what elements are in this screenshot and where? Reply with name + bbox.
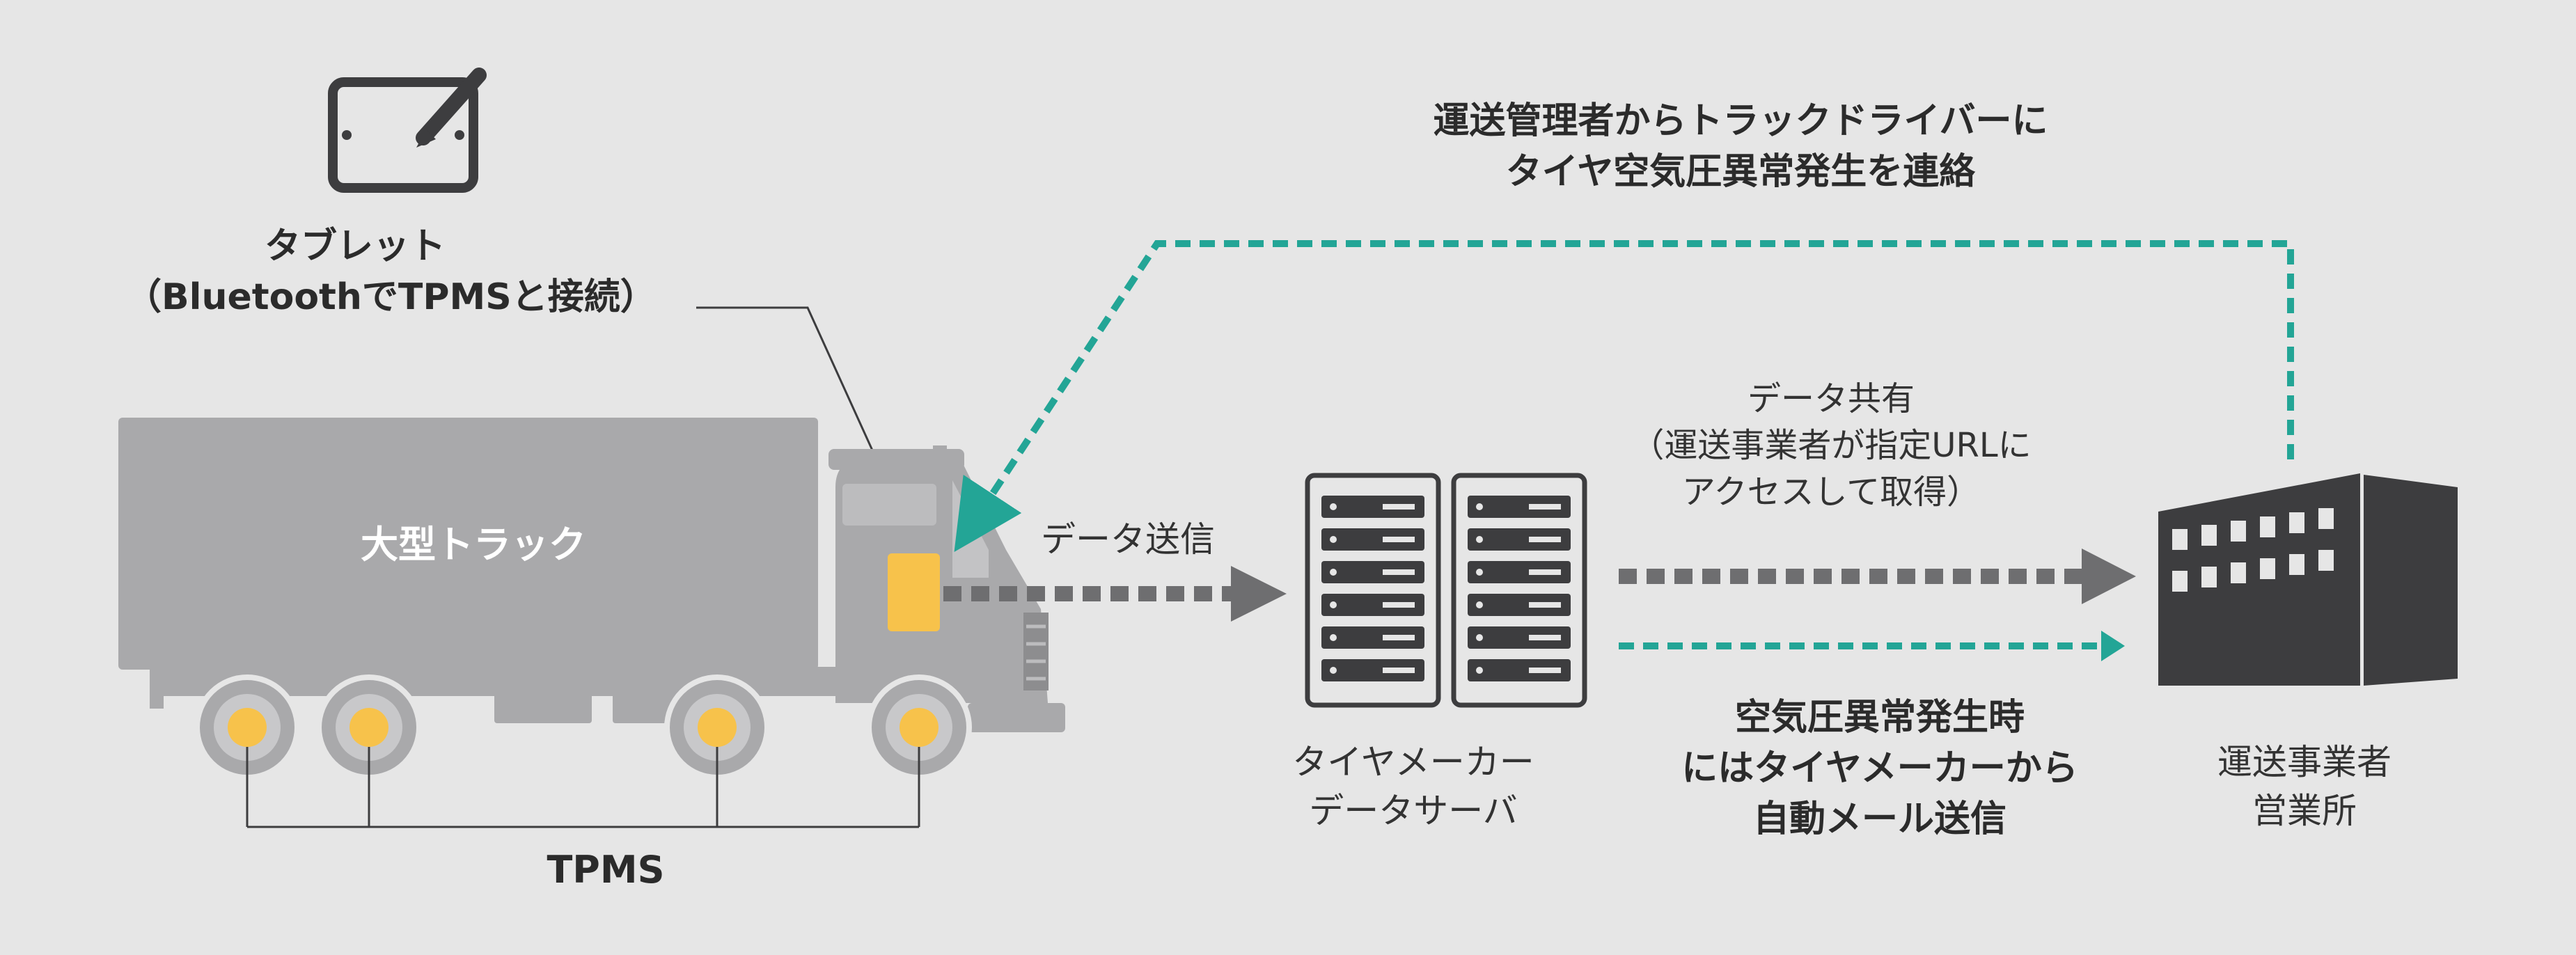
server-rack-icon: [1305, 473, 1587, 708]
server-slot: [1383, 635, 1415, 640]
tablet-subtitle: （BluetoothでTPMSと接続）: [125, 276, 657, 318]
truck-icon: [118, 418, 1065, 780]
tablet-title: タブレット: [264, 226, 446, 267]
server-label-line1: タイヤメーカー: [1292, 742, 1534, 782]
office-label-line2: 営業所: [2252, 791, 2357, 831]
office-label: 運送事業者 営業所: [2130, 738, 2479, 835]
tpms-bracket: [246, 747, 920, 828]
server-led: [1476, 667, 1483, 674]
auto-mail-label: 空気圧異常発生時 にはタイヤメーカーから 自動メール送信: [1587, 693, 2172, 844]
auto-mail-line2: にはタイヤメーカーから: [1681, 747, 2078, 789]
office-label-line1: 運送事業者: [2217, 742, 2392, 782]
office-window: [2318, 550, 2334, 571]
server-slot: [1529, 537, 1561, 542]
server-led: [1476, 536, 1483, 543]
server-led: [1330, 634, 1337, 641]
server-unit: [1468, 594, 1571, 616]
server-unit: [1468, 496, 1571, 518]
office-window: [2172, 571, 2188, 592]
data-share-label: データ共有 （運送事業者が指定URLに アクセスして取得）: [1587, 376, 2075, 516]
office-window: [2201, 567, 2217, 587]
tpms-sensor: [698, 708, 737, 747]
tpms-sensor: [900, 708, 938, 747]
manager-contact-arrow: [954, 240, 2294, 553]
tpms-sensors: [228, 708, 938, 747]
server-led: [1476, 569, 1483, 576]
truck-label: 大型トラック: [361, 523, 586, 567]
office-window: [2260, 516, 2275, 537]
data-share-arrow: [1619, 548, 2136, 604]
server-slot: [1529, 602, 1561, 608]
data-send-arrow: [943, 566, 1287, 622]
server-led: [1330, 503, 1337, 510]
server-slot: [1529, 668, 1561, 673]
server-unit: [1321, 496, 1424, 518]
office-window: [2289, 512, 2304, 533]
server-led: [1476, 503, 1483, 510]
office-window: [2318, 508, 2334, 529]
server-unit: [1321, 528, 1424, 551]
server-slot: [1383, 537, 1415, 542]
manager-contact-line2: タイヤ空気圧異常発生を連絡: [1505, 150, 1976, 193]
manager-contact-line1: 運送管理者からトラックドライバーに: [1433, 100, 2048, 142]
auto-mail-arrow: [1619, 631, 2125, 661]
tpms-sensor: [350, 708, 388, 747]
manager-contact-label: 運送管理者からトラックドライバーに タイヤ空気圧異常発生を連絡: [1281, 96, 2200, 198]
office-window: [2231, 562, 2246, 583]
server-label: タイヤメーカー データサーバ: [1239, 738, 1587, 835]
server-led: [1330, 601, 1337, 608]
server-unit: [1321, 659, 1424, 681]
auto-mail-line3: 自動メール送信: [1752, 798, 2006, 840]
server-unit: [1468, 626, 1571, 649]
server-unit: [1468, 659, 1571, 681]
server-led: [1476, 634, 1483, 641]
office-window: [2289, 554, 2304, 575]
office-window: [2231, 521, 2246, 542]
server-slot: [1383, 602, 1415, 608]
server-slot: [1383, 668, 1415, 673]
server-slot: [1383, 504, 1415, 510]
tpms-sensor: [228, 708, 267, 747]
data-share-line1: データ共有: [1747, 379, 1915, 418]
server-slot: [1529, 504, 1561, 510]
tpms-label: TPMS: [547, 848, 665, 892]
server-slot: [1529, 569, 1561, 575]
data-share-line3: アクセスして取得）: [1681, 473, 1981, 512]
server-slot: [1383, 569, 1415, 575]
server-unit: [1468, 561, 1571, 583]
server-slot: [1529, 635, 1561, 640]
tablet-with-pen-icon: [328, 68, 487, 193]
tablet-device-in-cab: [888, 553, 940, 631]
office-window: [2201, 525, 2217, 546]
office-window: [2172, 529, 2188, 550]
server-led: [1330, 667, 1337, 674]
auto-mail-line1: 空気圧異常発生時: [1734, 697, 2025, 739]
data-send-label: データ送信: [1041, 519, 1215, 560]
office-window: [2260, 558, 2275, 579]
data-share-line2: （運送事業者が指定URLに: [1631, 426, 2032, 466]
tablet-label: タブレット （BluetoothでTPMSと接続）: [125, 221, 657, 323]
server-unit: [1321, 561, 1424, 583]
server-led: [1476, 601, 1483, 608]
server-label-line2: データサーバ: [1309, 791, 1518, 831]
server-unit: [1468, 528, 1571, 551]
server-unit: [1321, 594, 1424, 616]
server-led: [1330, 536, 1337, 543]
server-led: [1330, 569, 1337, 576]
server-unit: [1321, 626, 1424, 649]
office-building-icon: [2158, 473, 2458, 686]
